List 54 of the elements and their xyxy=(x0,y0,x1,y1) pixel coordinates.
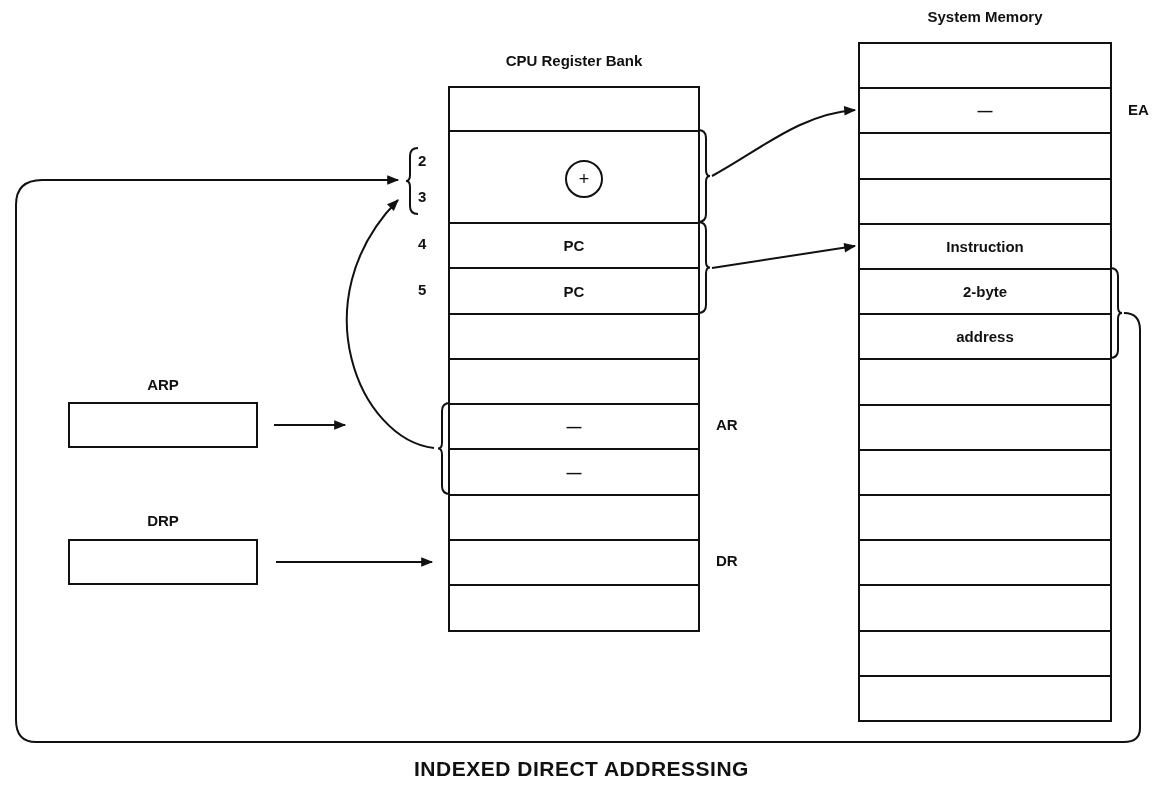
arrow xyxy=(273,420,347,430)
arrow xyxy=(711,106,857,177)
register-name: ARP xyxy=(146,376,180,393)
memory-cell xyxy=(858,223,1112,270)
cell-text: — xyxy=(566,463,582,481)
memory-cell xyxy=(858,268,1112,315)
row-label: 4 xyxy=(418,235,427,252)
register-cell xyxy=(448,584,700,632)
memory-cell xyxy=(858,178,1112,225)
cell-text: PC xyxy=(563,237,585,254)
register-cell xyxy=(448,539,700,586)
row-label: 2 xyxy=(418,152,427,169)
adder-symbol: + xyxy=(565,160,603,198)
caption: INDEXED DIRECT ADDRESSING xyxy=(413,757,750,781)
register-cell xyxy=(448,130,700,224)
arrow xyxy=(346,199,435,449)
cell-text: Instruction xyxy=(946,238,1024,255)
register-cell xyxy=(448,313,700,360)
memory-cell xyxy=(858,313,1112,360)
memory-cell xyxy=(858,132,1112,180)
memory-cell xyxy=(858,358,1112,406)
cell-text: — xyxy=(977,102,993,119)
register-cell xyxy=(448,448,700,496)
register-cell xyxy=(448,494,700,541)
column-heading: CPU Register Bank xyxy=(504,52,644,69)
row-label: 5 xyxy=(418,281,427,298)
memory-cell xyxy=(858,675,1112,722)
memory-cell xyxy=(858,42,1112,89)
memory-cell xyxy=(858,404,1112,451)
register-cell xyxy=(448,358,700,405)
arrow xyxy=(15,175,1141,743)
memory-cell xyxy=(858,539,1112,586)
memory-cell xyxy=(858,87,1112,134)
cell-text: — xyxy=(566,418,582,435)
cell-text: PC xyxy=(563,282,585,300)
column-heading: System Memory xyxy=(926,8,1044,25)
memory-cell xyxy=(858,584,1112,632)
register-cell xyxy=(448,222,700,269)
arrow xyxy=(275,557,434,567)
row-label: 3 xyxy=(418,188,427,205)
cell-text: 2-byte xyxy=(962,283,1008,300)
memory-cell xyxy=(858,630,1112,677)
memory-cell xyxy=(858,494,1112,541)
register-cell xyxy=(448,403,700,450)
row-label: EA xyxy=(1128,101,1149,118)
memory-cell xyxy=(858,449,1112,496)
row-label: DR xyxy=(716,552,738,569)
cell-text: address xyxy=(956,328,1014,345)
register-bank xyxy=(448,52,700,630)
register-name: DRP xyxy=(146,512,180,529)
arrow xyxy=(711,242,857,269)
register-cell xyxy=(448,267,700,315)
register-cell xyxy=(448,86,700,132)
row-label: AR xyxy=(716,416,738,433)
